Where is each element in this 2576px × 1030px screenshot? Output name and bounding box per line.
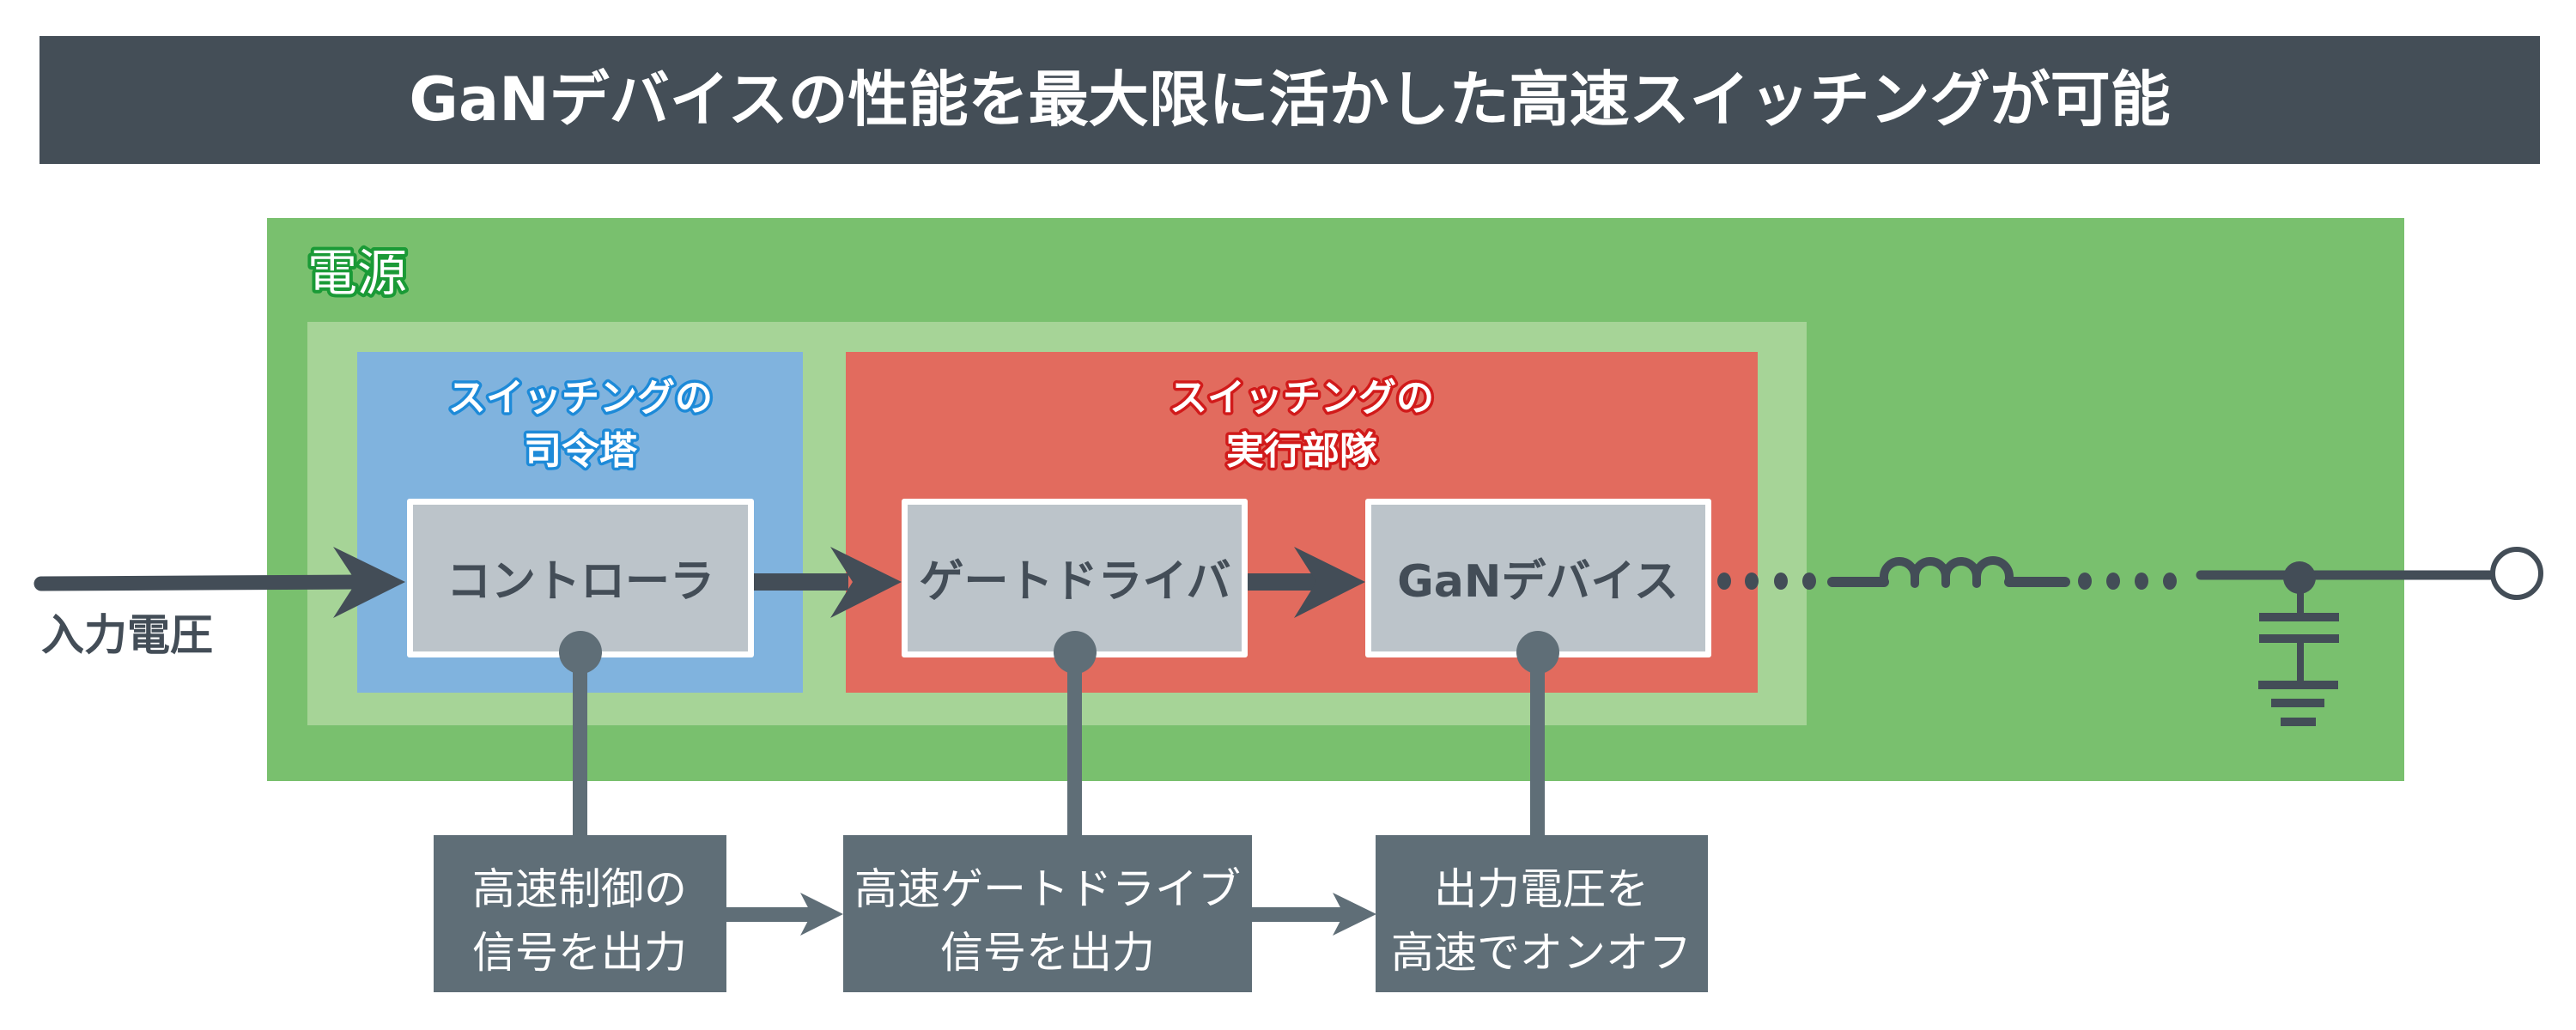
gate-driver-label: ゲートドライバ xyxy=(920,556,1231,608)
dot xyxy=(2135,573,2148,590)
gan-device-pin xyxy=(1516,631,1559,838)
output-circuit xyxy=(1717,547,2543,726)
gate-driver-block: ゲートドライバ xyxy=(902,499,1248,657)
dot xyxy=(2078,573,2092,590)
gan-device-label: GaNデバイス xyxy=(1397,556,1679,608)
controller-description-line2: 信号を出力 xyxy=(472,928,687,978)
title-bar: GaNデバイスの性能を最大限に活かした高速スイッチングが可能 xyxy=(39,36,2540,164)
dot xyxy=(2106,573,2120,590)
dot xyxy=(2163,573,2177,590)
power-supply-label: 電源 xyxy=(307,244,407,302)
gan-device-description-line1: 出力電圧を xyxy=(1434,864,1649,914)
gan-device-description: 出力電圧を 高速でオンオフ xyxy=(1376,835,1708,992)
output-terminal-icon xyxy=(2490,547,2543,600)
gate-driver-description: 高速ゲートドライブ 信号を出力 xyxy=(843,835,1252,992)
arrow-gate-driver-to-gan xyxy=(1248,547,1365,618)
capacitor-icon xyxy=(2259,592,2339,682)
junction-node xyxy=(2283,561,2316,594)
dot xyxy=(1745,573,1759,590)
page-title: GaNデバイスの性能を最大限に活かした高速スイッチングが可能 xyxy=(409,64,2170,135)
input-voltage-label: 入力電圧 xyxy=(41,610,213,660)
input-arrow xyxy=(33,547,405,618)
controller-pin xyxy=(559,631,602,838)
arrow-desc-1-to-2 xyxy=(726,893,843,936)
controller-block: コントローラ xyxy=(407,499,754,657)
gate-driver-description-line2: 信号を出力 xyxy=(940,928,1155,978)
commander-label-line2: 司令塔 xyxy=(524,429,638,473)
arrow-desc-2-to-3 xyxy=(1252,893,1376,936)
gan-device-block: GaNデバイス xyxy=(1365,499,1711,657)
title-bar-background xyxy=(39,36,2540,164)
gate-driver-pin xyxy=(1054,631,1097,838)
ground-icon xyxy=(2258,681,2338,726)
commander-label-line1: スイッチングの xyxy=(448,376,713,420)
executor-label-line2: 実行部隊 xyxy=(1226,429,1377,473)
controller-description: 高速制御の 信号を出力 xyxy=(434,835,726,992)
gate-driver-description-line1: 高速ゲートドライブ xyxy=(854,864,1241,914)
dot xyxy=(1717,573,1731,590)
executor-label-line1: スイッチングの xyxy=(1170,376,1434,420)
dot xyxy=(1802,573,1816,590)
controller-description-line1: 高速制御の xyxy=(472,864,687,914)
arrow-controller-to-gate-driver xyxy=(754,547,902,618)
inductor-icon xyxy=(1880,556,2014,588)
dot xyxy=(1774,573,1788,590)
gan-device-description-line2: 高速でオンオフ xyxy=(1391,928,1692,978)
controller-label: コントローラ xyxy=(447,556,714,608)
